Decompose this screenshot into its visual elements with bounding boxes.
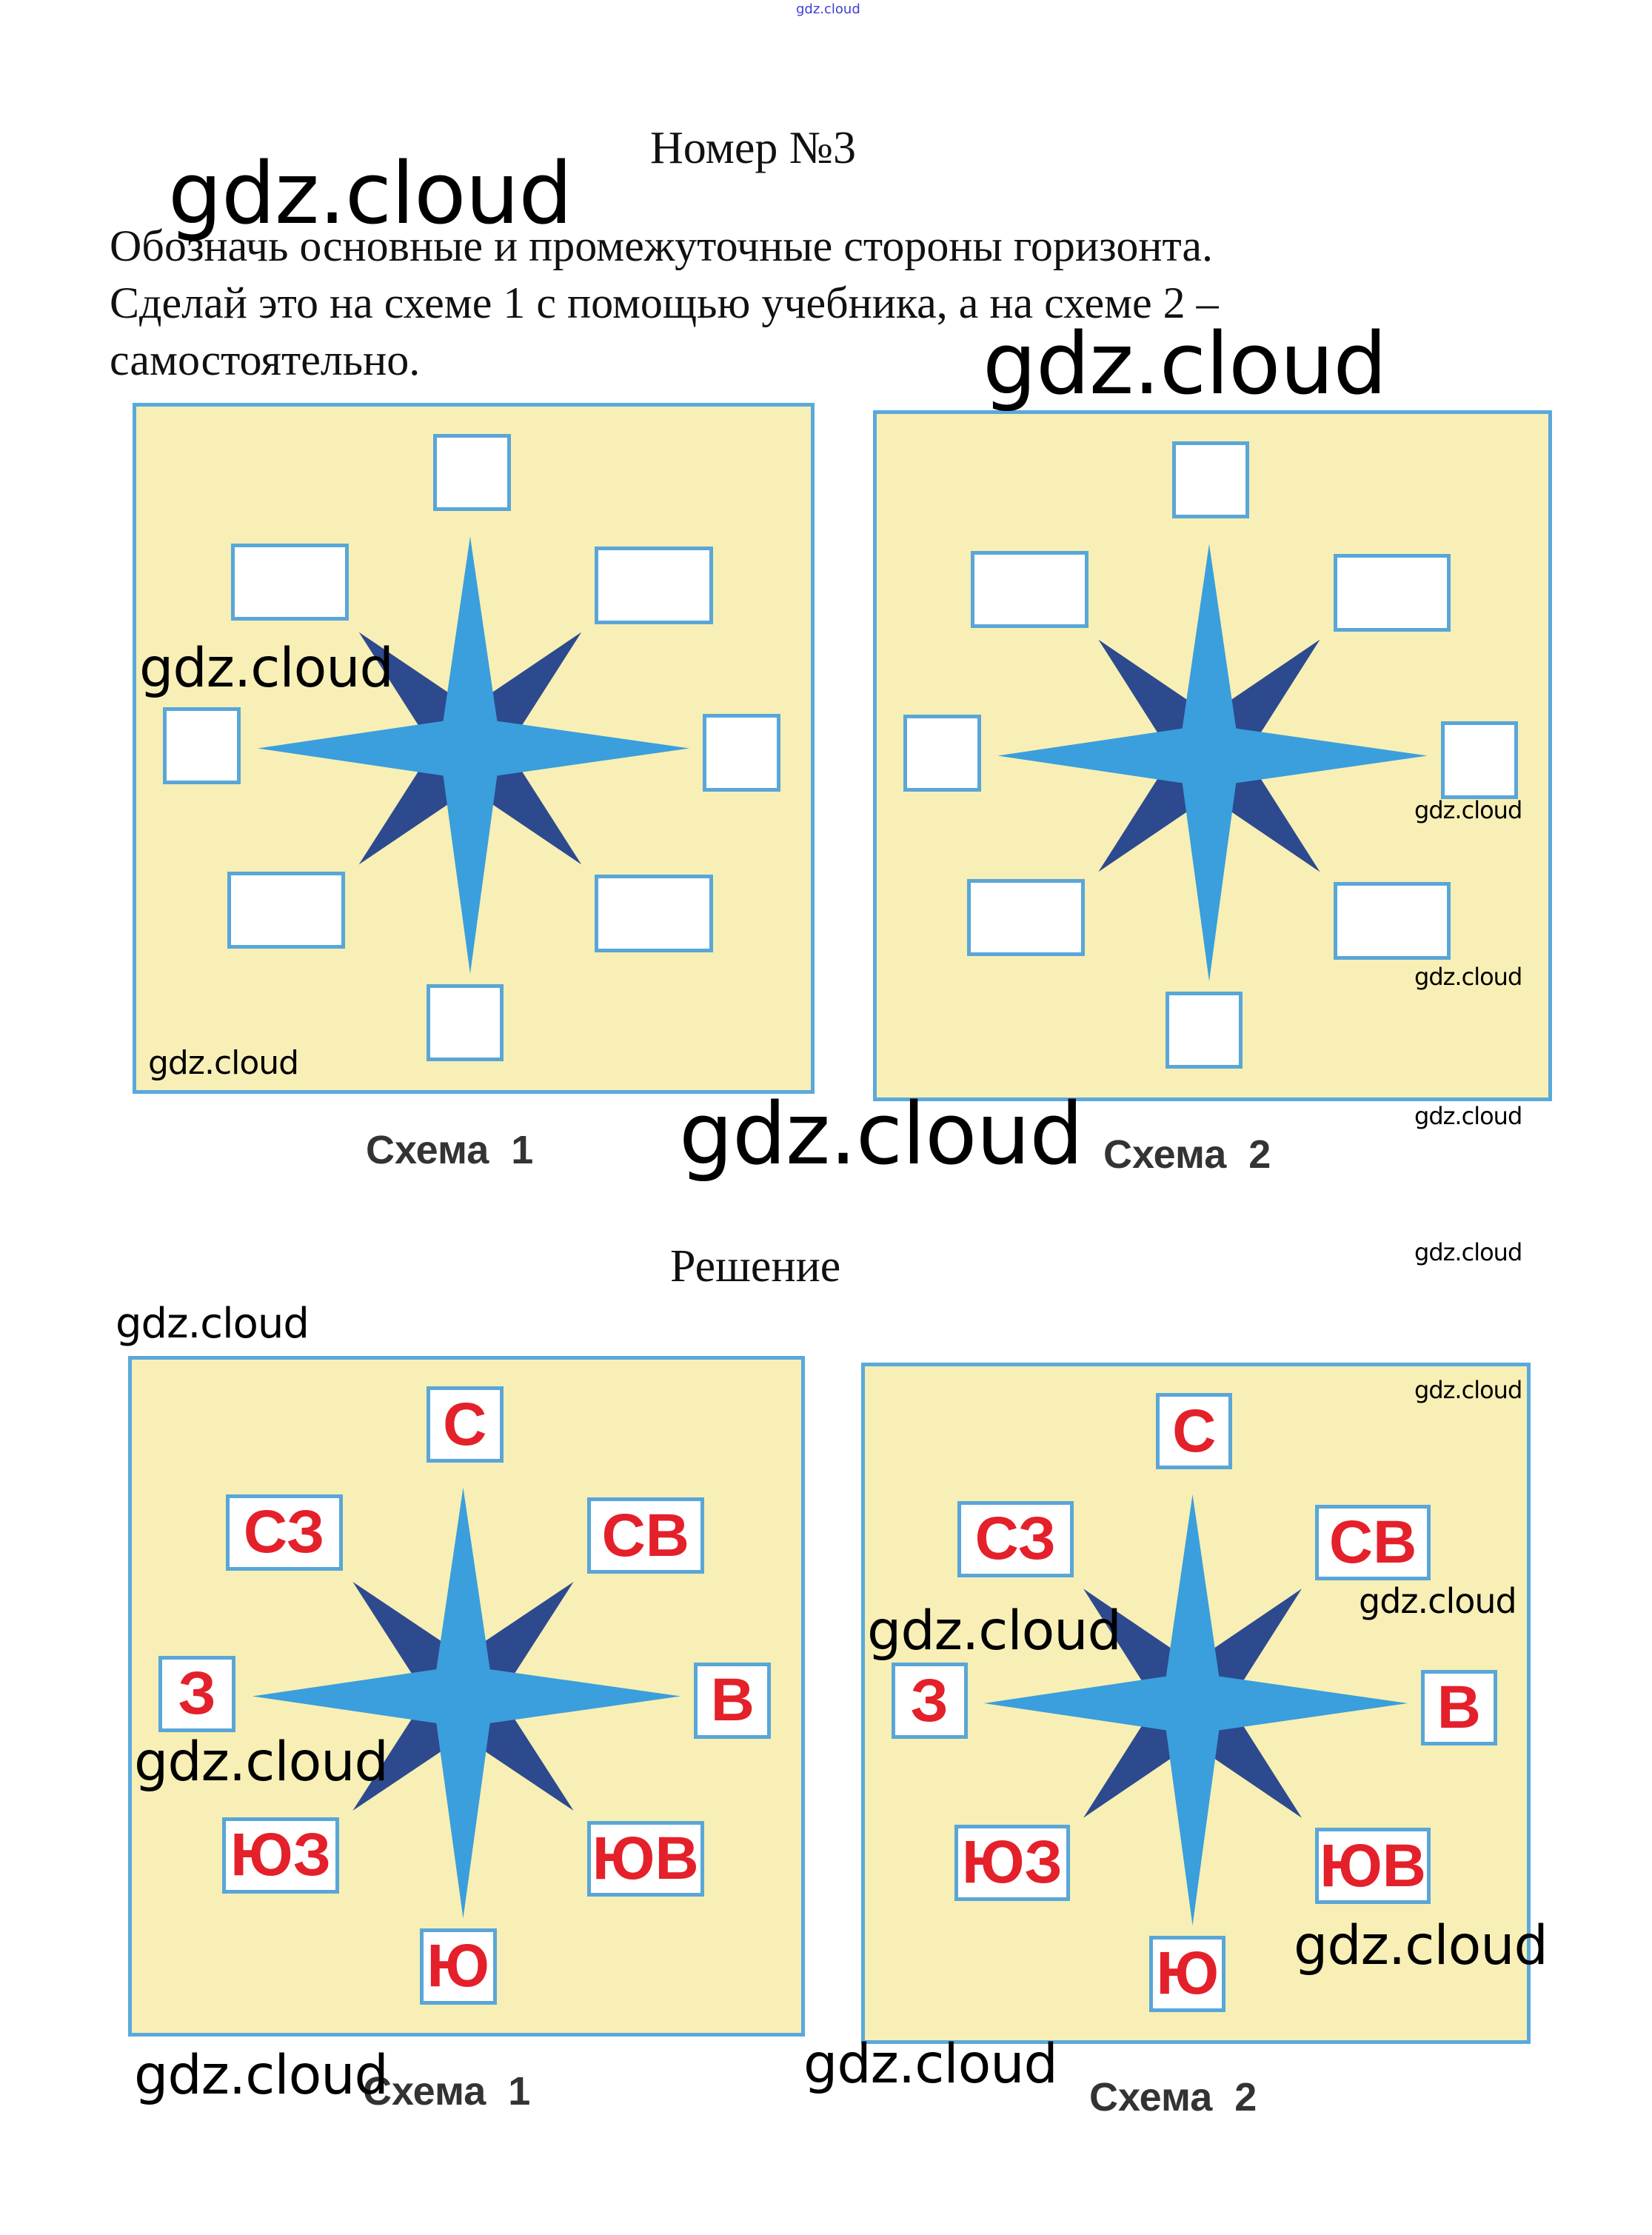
- direction-box-se[interactable]: [1333, 882, 1451, 960]
- task-line-1: Обозначь основные и промежуточные сторон…: [110, 221, 1214, 270]
- compass-rose-icon: [983, 1494, 1408, 1926]
- direction-box-nw[interactable]: [970, 550, 1088, 628]
- direction-box-nw: СЗ: [957, 1501, 1074, 1577]
- direction-box-n: С: [426, 1386, 504, 1463]
- direction-box-s[interactable]: [1166, 991, 1243, 1069]
- watermark: gdz.cloud: [679, 1085, 1083, 1184]
- watermark: gdz.cloud: [116, 1300, 310, 1348]
- compass-main-star: [997, 544, 1428, 982]
- top-watermark: gdz.cloud: [796, 1, 860, 17]
- watermark: gdz.cloud: [134, 1731, 389, 1794]
- page-title: Номер №3: [650, 123, 857, 173]
- solution-heading: Решение: [670, 1241, 841, 1292]
- direction-box-se: ЮВ: [586, 1820, 704, 1897]
- compass-scheme-3: С СВ В ЮВ Ю ЮЗ З СЗ: [128, 1356, 805, 2037]
- direction-box-ne[interactable]: [595, 547, 713, 624]
- watermark: gdz.cloud: [983, 315, 1387, 414]
- direction-box-n: С: [1156, 1393, 1233, 1470]
- direction-box-sw[interactable]: [967, 878, 1086, 956]
- watermark: gdz.cloud: [1359, 1581, 1517, 1621]
- direction-box-e[interactable]: [1440, 721, 1519, 799]
- direction-box-s: Ю: [1149, 1935, 1226, 2012]
- direction-box-nw: СЗ: [225, 1494, 343, 1571]
- watermark: gdz.cloud: [1414, 963, 1522, 991]
- direction-box-se: ЮВ: [1314, 1828, 1431, 1905]
- watermark: gdz.cloud: [134, 2044, 389, 2107]
- watermark: gdz.cloud: [1414, 1376, 1522, 1404]
- watermark: gdz.cloud: [139, 637, 394, 700]
- task-line-2: Сделай это на схеме 1 с помощью учебника…: [110, 278, 1219, 327]
- watermark: gdz.cloud: [1414, 796, 1522, 824]
- compass-rose-icon: [997, 544, 1428, 982]
- direction-box-ne[interactable]: [1333, 554, 1451, 632]
- direction-box-sw: ЮЗ: [222, 1817, 340, 1894]
- watermark: gdz.cloud: [1414, 1102, 1522, 1130]
- direction-box-w: З: [158, 1655, 236, 1732]
- direction-box-nw[interactable]: [230, 543, 349, 621]
- watermark: gdz.cloud: [803, 2033, 1058, 2096]
- watermark: gdz.cloud: [1294, 1914, 1548, 1977]
- scheme-caption: Схема 2: [1089, 2075, 1257, 2119]
- direction-box-e: В: [1420, 1669, 1497, 1746]
- direction-box-s: Ю: [419, 1928, 497, 2005]
- compass-scheme-2: [873, 410, 1552, 1101]
- watermark: gdz.cloud: [148, 1044, 299, 1082]
- compass-rose-icon: [252, 1487, 681, 1919]
- task-line-3: самостоятельно.: [110, 335, 421, 384]
- compass-scheme-4: С СВ В ЮВ Ю ЮЗ З СЗ: [861, 1363, 1531, 2044]
- watermark: gdz.cloud: [867, 1600, 1122, 1663]
- direction-box-n[interactable]: [1172, 441, 1250, 519]
- direction-box-n[interactable]: [432, 433, 511, 512]
- scheme-caption: Схема 1: [366, 1128, 534, 1172]
- direction-box-se[interactable]: [595, 875, 713, 952]
- compass-main-star: [252, 1487, 681, 1919]
- direction-box-s[interactable]: [426, 983, 504, 1062]
- direction-box-e[interactable]: [703, 714, 780, 792]
- direction-box-ne: СВ: [1314, 1504, 1431, 1581]
- compass-main-star: [983, 1494, 1408, 1926]
- scheme-caption: Схема 1: [363, 2069, 531, 2114]
- direction-box-w[interactable]: [903, 715, 981, 792]
- direction-box-sw[interactable]: [227, 871, 346, 949]
- watermark: gdz.cloud: [1414, 1238, 1522, 1266]
- direction-box-w[interactable]: [163, 707, 241, 785]
- compass-main-star: [257, 536, 690, 975]
- compass-rose-icon: [257, 536, 690, 975]
- direction-box-e: В: [694, 1663, 772, 1739]
- scheme-caption: Схема 2: [1103, 1132, 1271, 1177]
- direction-box-sw: ЮЗ: [954, 1824, 1071, 1901]
- direction-box-w: З: [891, 1663, 968, 1740]
- compass-scheme-1: [133, 403, 815, 1094]
- watermark: gdz.cloud: [168, 144, 572, 244]
- direction-box-ne: СВ: [586, 1497, 704, 1574]
